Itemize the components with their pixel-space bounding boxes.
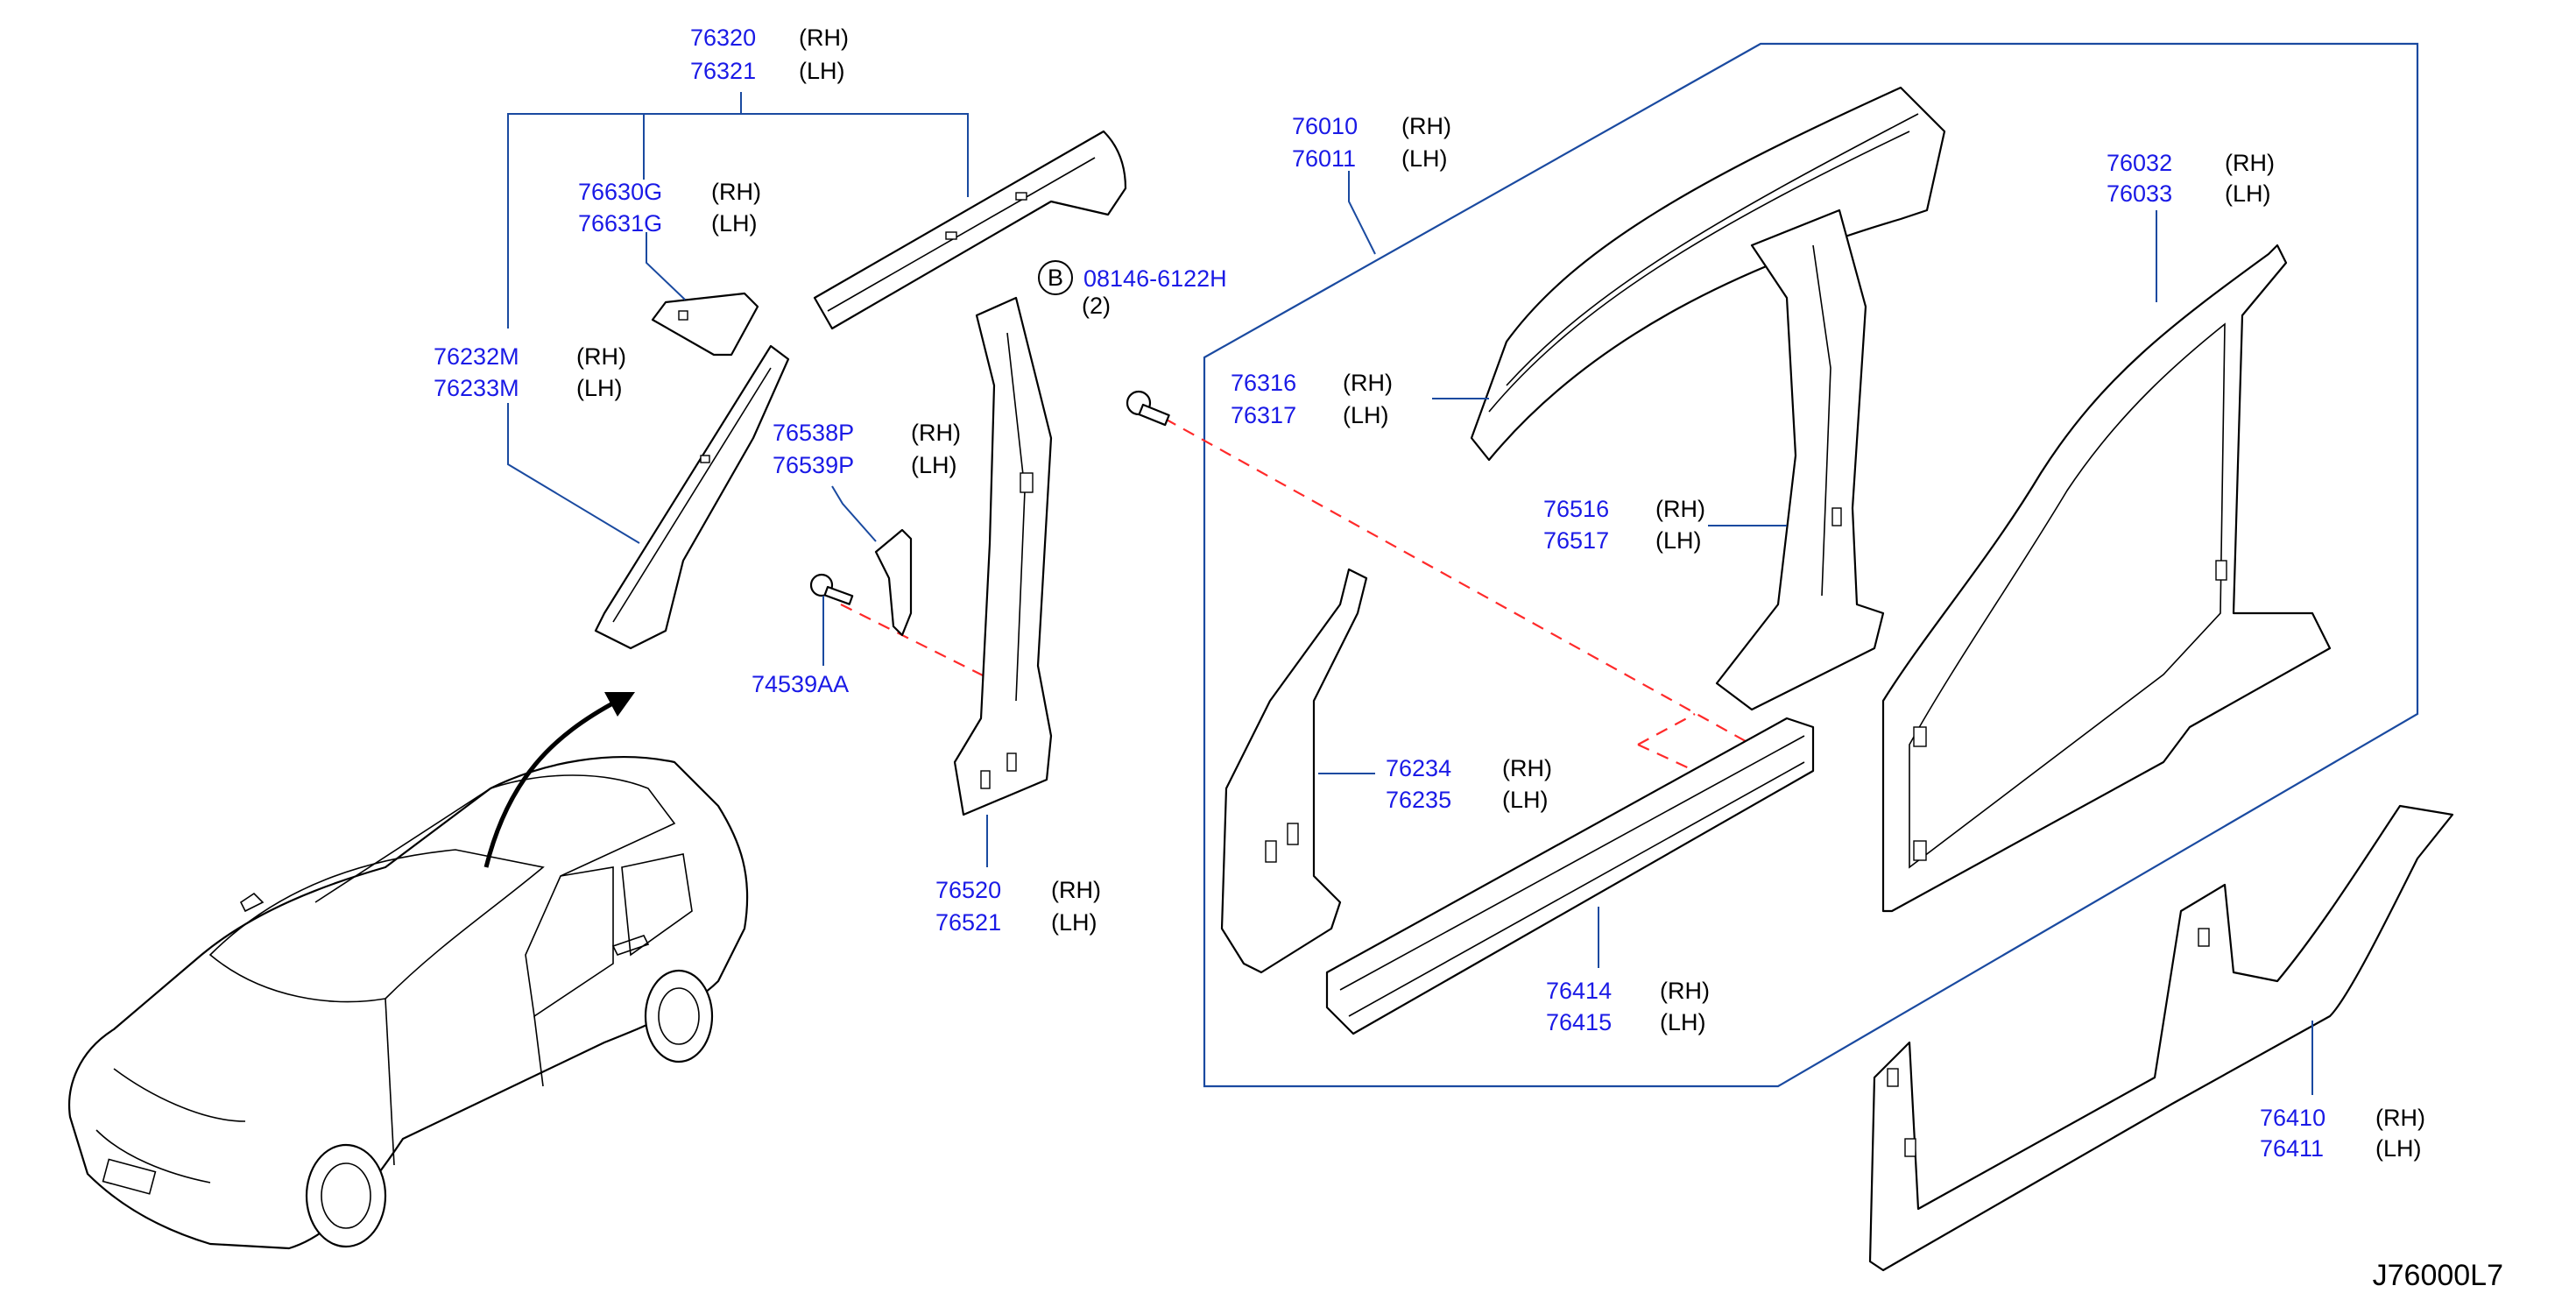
part-number[interactable]: 74539AA [752, 671, 849, 697]
callout-76414: 76414 76415 (RH) (LH) [1546, 978, 1710, 1035]
assembly-frame [1203, 42, 2419, 1088]
part-number[interactable]: 76538P [773, 420, 854, 446]
side-label: (LH) [2225, 180, 2271, 207]
direction-arrow [483, 692, 635, 868]
part-number[interactable]: 76010 [1292, 113, 1358, 139]
side-label: (LH) [1502, 787, 1549, 813]
part-front-pillar-lower[interactable] [1220, 568, 1368, 974]
callout-76516: 76516 76517 (RH) (LH) [1543, 496, 1705, 554]
part-bracket-76630g[interactable] [651, 292, 759, 357]
part-number[interactable]: 76316 [1231, 370, 1296, 396]
part-number[interactable]: 76517 [1543, 527, 1609, 554]
part-number[interactable]: 76235 [1386, 787, 1451, 813]
part-number[interactable]: 76032 [2107, 150, 2172, 176]
side-label: (RH) [1660, 978, 1710, 1004]
side-label: (LH) [799, 58, 845, 84]
fastener-lines [840, 418, 1753, 772]
side-label: (RH) [711, 179, 761, 205]
part-number[interactable]: 76520 [935, 877, 1001, 903]
part-number[interactable]: 76320 [690, 25, 756, 51]
callout-76316: 76316 76317 (RH) (LH) [1231, 370, 1393, 428]
side-label: (LH) [1660, 1009, 1706, 1035]
part-number[interactable]: 76233M [434, 375, 519, 401]
part-number[interactable]: 76521 [935, 909, 1001, 936]
side-label: (LH) [1655, 527, 1702, 554]
quantity-label: (2) [1082, 293, 1111, 319]
side-label: (LH) [1343, 402, 1389, 428]
part-number[interactable]: 76232M [434, 343, 519, 370]
callout-76010: 76010 76011 (RH) (LH) [1292, 113, 1451, 172]
callout-76630g: 76630G 76631G (RH) (LH) [578, 179, 761, 237]
part-bracket-76538p[interactable] [874, 528, 913, 637]
part-number[interactable]: 76321 [690, 58, 756, 84]
part-roof-rail-outer[interactable] [1470, 86, 1946, 462]
part-front-pillar-inner[interactable] [594, 344, 790, 650]
side-label: (RH) [1655, 496, 1705, 522]
side-label: (RH) [1343, 370, 1393, 396]
side-label: (LH) [576, 375, 623, 401]
callout-74539aa: 74539AA [752, 671, 849, 697]
side-label: (RH) [576, 343, 626, 370]
callout-76410: 76410 76411 (RH) (LH) [2260, 1105, 2425, 1162]
part-number[interactable]: 76410 [2260, 1105, 2325, 1131]
part-number[interactable]: 08146-6122H [1083, 265, 1227, 292]
callout-76520: 76520 76521 (RH) (LH) [935, 877, 1101, 936]
part-bolt-74539aa[interactable] [809, 573, 854, 605]
diagram-code: J76000L7 [2373, 1259, 2503, 1292]
side-label: (RH) [1401, 113, 1451, 139]
part-center-pillar-inner[interactable] [953, 296, 1053, 816]
part-number[interactable]: 76317 [1231, 402, 1296, 428]
part-body-side-outer[interactable] [1881, 244, 2332, 913]
part-number[interactable]: 76630G [578, 179, 662, 205]
side-label: (LH) [911, 452, 957, 478]
side-label: (RH) [911, 420, 961, 446]
side-label: (RH) [2375, 1105, 2425, 1131]
part-number[interactable]: 76415 [1546, 1009, 1612, 1035]
part-number[interactable]: 76011 [1292, 145, 1356, 172]
side-label: (LH) [1401, 145, 1448, 172]
side-label: (LH) [711, 210, 758, 237]
badge-circle [1038, 260, 1073, 295]
leader-lines [507, 92, 2313, 1095]
part-sill-inner[interactable] [1325, 717, 1815, 1035]
badge-letter: B [1048, 265, 1063, 291]
callout-76234: 76234 76235 (RH) (LH) [1386, 755, 1552, 813]
part-sill-outer-rear[interactable] [1868, 804, 2454, 1272]
part-number[interactable]: 76234 [1386, 755, 1451, 781]
part-number[interactable]: 76411 [2260, 1135, 2324, 1162]
side-label: (RH) [1051, 877, 1101, 903]
part-roof-rail-front[interactable] [813, 130, 1127, 330]
callout-76032: 76032 76033 (RH) (LH) [2107, 150, 2275, 207]
part-number[interactable]: 76033 [2107, 180, 2172, 207]
side-label: (LH) [1051, 909, 1097, 936]
callout-76538p: 76538P 76539P (RH) (LH) [773, 420, 961, 478]
part-center-pillar-outer[interactable] [1715, 208, 1885, 711]
vehicle-illustration [68, 756, 749, 1250]
side-label: (RH) [1502, 755, 1552, 781]
callout-76320: 76320 76321 (RH) (LH) [690, 25, 849, 84]
part-number[interactable]: 76631G [578, 210, 662, 237]
part-bolt-08146-6122h[interactable] [1126, 390, 1170, 427]
part-number[interactable]: 76516 [1543, 496, 1609, 522]
part-number[interactable]: 76539P [773, 452, 854, 478]
side-label: (LH) [2375, 1135, 2422, 1162]
callout-76232m: 76232M 76233M (RH) (LH) [434, 343, 626, 401]
callout-08146-6122h: B 08146-6122H (2) [1038, 260, 1227, 319]
side-label: (RH) [799, 25, 849, 51]
side-label: (RH) [2225, 150, 2275, 176]
part-number[interactable]: 76414 [1546, 978, 1612, 1004]
